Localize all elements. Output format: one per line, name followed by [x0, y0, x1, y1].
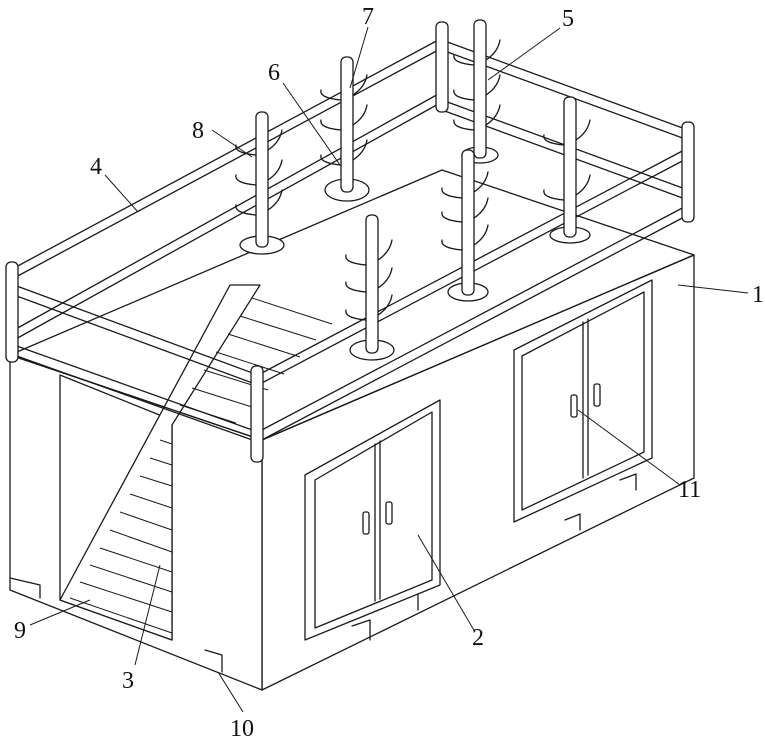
- label-7: 7: [362, 4, 374, 30]
- label-9: 9: [14, 618, 26, 644]
- label-1: 1: [752, 282, 764, 308]
- label-11: 11: [678, 477, 701, 503]
- hook-poles: [236, 20, 590, 360]
- label-4: 4: [90, 154, 102, 180]
- label-8: 8: [192, 118, 204, 144]
- label-5: 5: [562, 6, 574, 32]
- label-6: 6: [268, 60, 280, 86]
- label-10: 10: [230, 716, 254, 740]
- label-2: 2: [472, 625, 484, 651]
- label-3: 3: [122, 668, 134, 694]
